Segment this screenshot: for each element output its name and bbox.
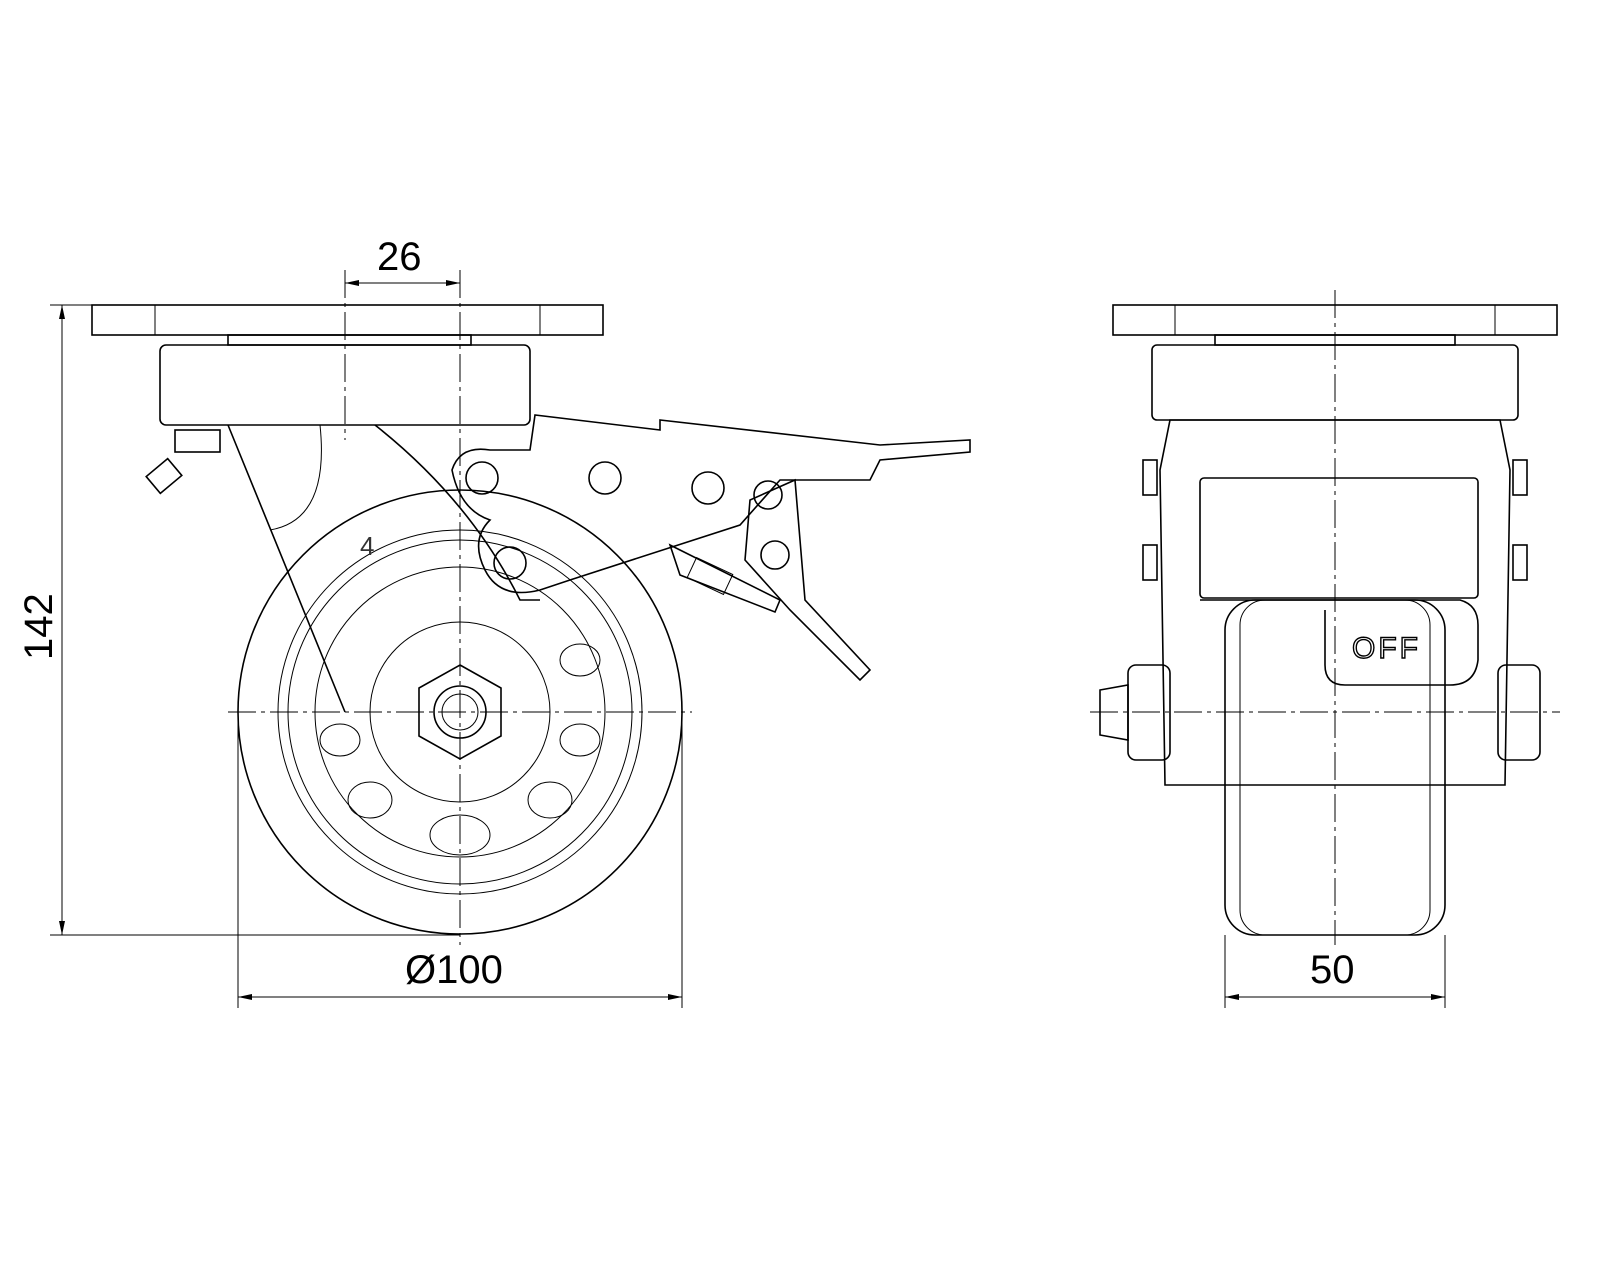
side-view: 4 26 142 Ø100 bbox=[17, 235, 971, 1008]
fork bbox=[1159, 419, 1511, 786]
brake-label: OFF bbox=[1352, 632, 1421, 665]
fork bbox=[227, 424, 540, 713]
dim-width: 50 bbox=[1310, 948, 1355, 992]
top-plate bbox=[91, 304, 604, 336]
wheel-spokes bbox=[319, 643, 601, 856]
front-view: OFF 50 bbox=[1090, 290, 1560, 1008]
brake-indicator bbox=[1200, 599, 1479, 686]
part-marking: 4 bbox=[360, 531, 374, 561]
dim-height: 142 bbox=[17, 593, 61, 660]
dim-diameter: Ø100 bbox=[405, 948, 503, 992]
brake-pedal bbox=[744, 478, 872, 682]
dim-offset: 26 bbox=[377, 235, 422, 279]
axle-nut-right bbox=[1497, 664, 1541, 761]
brake-assembly bbox=[451, 414, 971, 594]
axle-thread bbox=[1099, 684, 1129, 741]
